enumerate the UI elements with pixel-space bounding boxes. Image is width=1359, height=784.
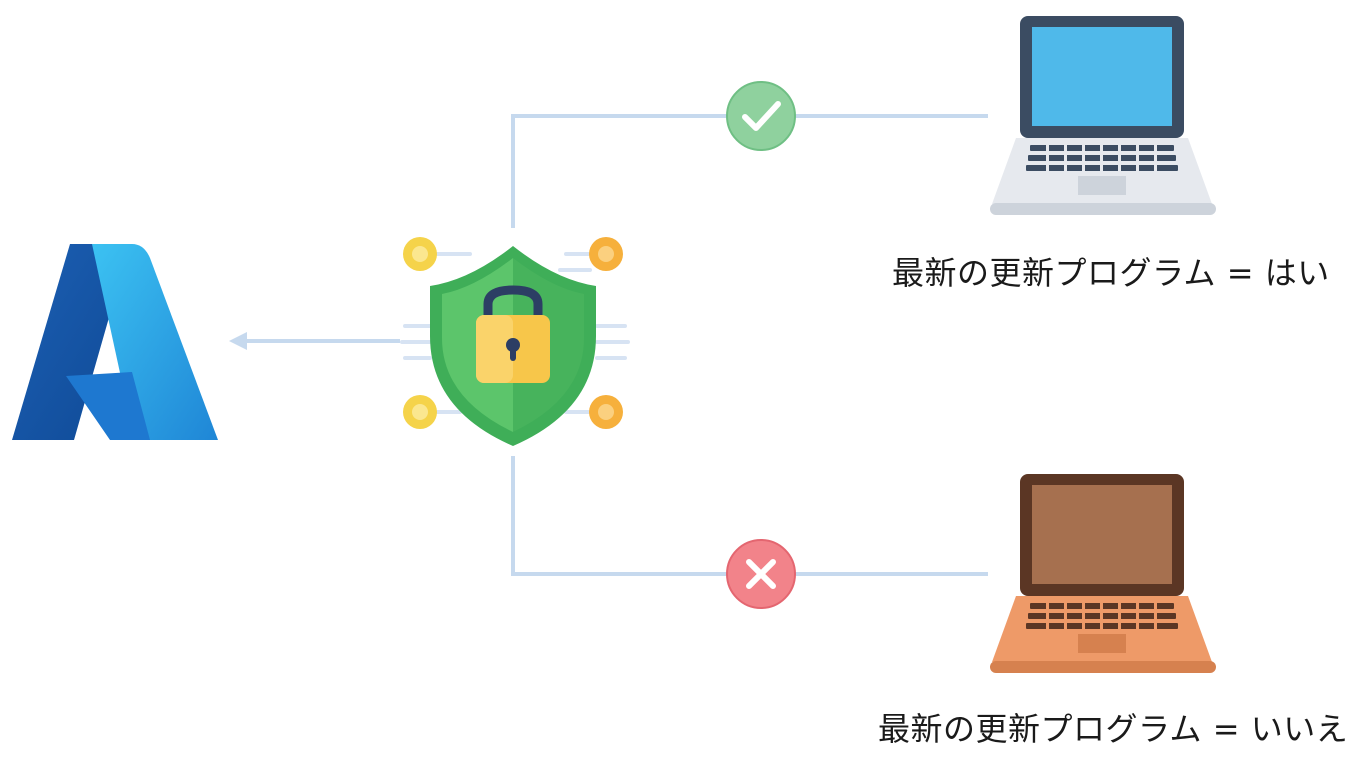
compliant-device-label: 最新の更新プログラム = はい (892, 254, 1330, 292)
check-badge (726, 81, 796, 151)
noncompliant-laptop-icon (990, 474, 1216, 673)
close-icon (746, 559, 776, 589)
noncompliant-device-label: 最新の更新プログラム = いいえ (878, 710, 1349, 748)
connector-to-compliant-device (511, 114, 988, 228)
compliant-laptop-icon (990, 16, 1216, 215)
arrow-left-icon (229, 332, 247, 350)
azure-logo (12, 244, 218, 440)
check-icon (742, 101, 781, 131)
security-shield-lock-icon (400, 237, 630, 446)
connector-to-noncompliant-device (511, 456, 988, 576)
connector-lines (238, 114, 988, 576)
close-badge (726, 539, 796, 609)
